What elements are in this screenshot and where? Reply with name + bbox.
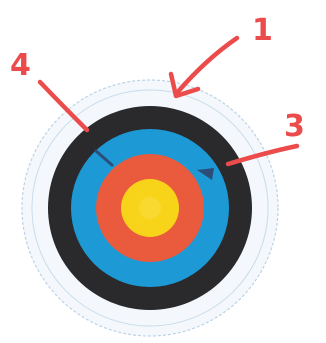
callout-3-label: 3 [284,109,305,144]
callout-1-line [176,38,237,94]
callout-4-label: 4 [10,48,31,83]
callout-1-label: 1 [252,13,273,48]
gold-center-highlight [139,197,161,219]
